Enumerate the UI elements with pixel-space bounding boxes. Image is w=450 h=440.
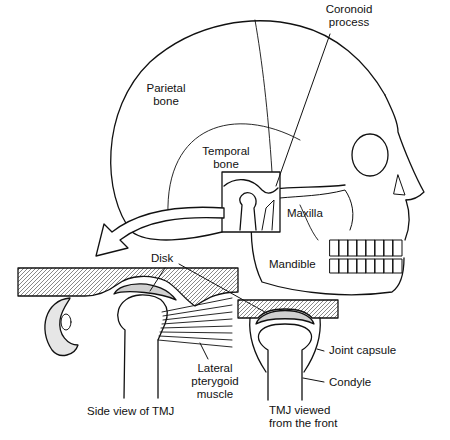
lateral-pterygoid-fibers-part (160, 332, 232, 333)
tmj-detail-box-part (240, 193, 256, 230)
upper-teeth-part (375, 240, 384, 256)
upper-teeth-part (330, 240, 339, 256)
part-label: Lateral pterygoid muscle (184, 362, 246, 401)
tmj-detail-box-part (224, 180, 278, 193)
part-label: Joint capsule (328, 344, 397, 357)
upper-teeth-part (393, 240, 402, 256)
front-view-tmj-part (304, 318, 320, 372)
lateral-pterygoid-fibers-part (162, 319, 232, 324)
lower-teeth-part (384, 259, 393, 273)
skull-drawing-part (132, 232, 222, 240)
part-label: Parietal bone (140, 82, 192, 108)
skull-drawing-part (352, 134, 388, 176)
upper-teeth-part (348, 240, 357, 256)
lower-teeth-part (348, 259, 357, 273)
lateral-pterygoid-fibers-part (163, 305, 232, 316)
lower-teeth-part (393, 259, 402, 273)
front-view-tmj-part (250, 318, 266, 372)
upper-teeth-part (339, 240, 348, 256)
view-caption: Side view of TMJ (86, 405, 175, 418)
tmj-detail-box (222, 172, 280, 232)
skull-drawing (111, 20, 424, 295)
side-view-tmj-part (18, 268, 238, 306)
front-view-tmj-part (258, 324, 311, 400)
tmj-detail-box-part (222, 172, 280, 232)
lower-teeth-part (375, 259, 384, 273)
part-label: Maxilla (286, 207, 324, 220)
lateral-pterygoid-fibers-part (159, 336, 232, 340)
coronoid-leader-line (276, 34, 330, 186)
part-label: Disk (150, 252, 174, 265)
pointer-arrow (96, 207, 224, 256)
lateral-pterygoid-fibers-part (158, 340, 232, 347)
lower-teeth-part (366, 259, 375, 273)
lateral-pterygoid-fibers (158, 298, 232, 347)
view-caption: TMJ viewed from the front (268, 404, 350, 430)
skull-drawing-part (385, 95, 424, 200)
part-label: Mandible (268, 258, 317, 271)
coronoid-leader-line-part (276, 34, 330, 186)
lower-teeth-part (339, 259, 348, 273)
side-view-tmj-part (114, 284, 176, 300)
part-label: Coronoid process (320, 3, 378, 29)
side-view-tmj-part (150, 268, 165, 291)
pointer-arrow-part (96, 207, 224, 256)
upper-teeth-part (357, 240, 366, 256)
upper-teeth (330, 240, 402, 256)
skull-drawing-part (405, 200, 409, 240)
lateral-pterygoid-fibers-part (162, 298, 232, 312)
side-view-tmj-part (61, 314, 71, 330)
skull-drawing-part (111, 21, 385, 232)
skull-drawing-part (255, 20, 272, 172)
side-view-tmj-part (200, 343, 208, 359)
lower-teeth-part (330, 259, 339, 273)
lower-teeth (330, 259, 402, 273)
skull-drawing-part (280, 190, 353, 230)
upper-teeth-part (384, 240, 393, 256)
front-view-tmj-part (317, 349, 324, 351)
front-view-tmj-part (256, 311, 314, 325)
upper-teeth-part (366, 240, 375, 256)
side-view-tmj-part (45, 298, 78, 355)
lateral-pterygoid-fibers-part (163, 312, 232, 320)
side-view-tmj-part (118, 295, 168, 398)
part-label: Condyle (328, 376, 372, 389)
lateral-pterygoid-fibers-part (161, 326, 232, 328)
tmj-detail-box-part (262, 200, 274, 230)
tmj-illustration-part (18, 20, 424, 400)
skull-drawing-part (394, 175, 405, 195)
front-view-tmj-part (303, 378, 324, 382)
part-label: Temporal bone (196, 145, 256, 171)
front-view-tmj (238, 300, 338, 400)
lower-teeth-part (357, 259, 366, 273)
